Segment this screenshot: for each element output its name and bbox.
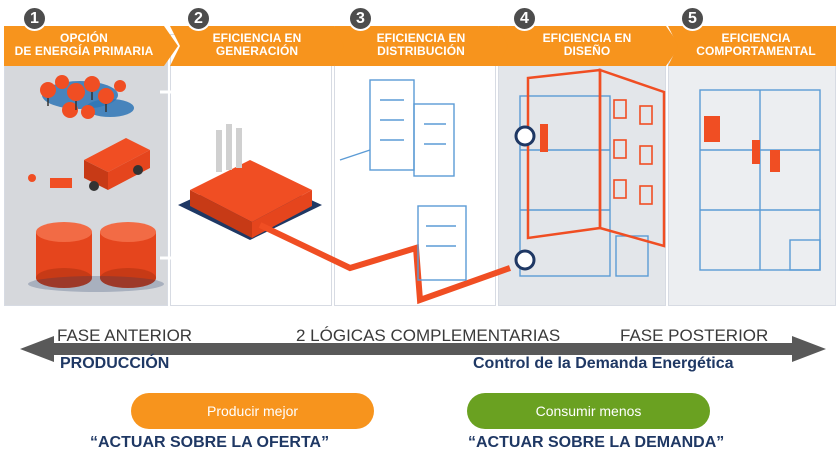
trees-illustration	[40, 75, 134, 119]
production-title: PRODUCCIÓN	[60, 355, 170, 372]
step-3-label-line1: EFICIENCIA EN	[376, 31, 466, 45]
produce-better-pill: Producir mejor	[131, 393, 374, 429]
step-5-banner: EFICIENCIA COMPORTAMENTAL	[668, 26, 836, 66]
step-3-badge: 3	[348, 6, 373, 31]
step-1-label-line1: OPCIÓN	[60, 31, 108, 45]
behavior-building-illustration	[699, 89, 821, 271]
distribution-buildings-illustration	[339, 79, 467, 281]
step-2-badge: 2	[186, 6, 211, 31]
step-2-label-line1: EFICIENCIA EN	[212, 31, 302, 45]
right-phase-label: FASE POSTERIOR	[620, 326, 769, 345]
step-3-label-line2: DISTRIBUCIÓN	[377, 44, 465, 58]
power-plant-illustration	[178, 124, 322, 240]
design-building-illustration	[514, 68, 666, 277]
double-arrow	[20, 336, 826, 362]
step-1-banner: OPCIÓN DE ENERGÍA PRIMARIA	[0, 26, 178, 66]
left-phase-label: FASE ANTERIOR	[57, 326, 193, 345]
step-5-badge: 5	[680, 6, 705, 31]
step-4-banner: EFICIENCIA EN DISEÑO	[498, 26, 680, 66]
step-4-label-line1: EFICIENCIA EN	[542, 31, 632, 45]
machinery-illustration	[28, 138, 150, 191]
step-3-banner: EFICIENCIA EN DISTRIBUCIÓN	[334, 26, 512, 66]
demand-slogan: “ACTUAR SOBRE LA DEMANDA”	[468, 434, 725, 451]
tanks-illustration	[28, 222, 164, 292]
center-label: 2 LÓGICAS COMPLEMENTARIAS	[296, 326, 561, 345]
step-1-label-line2: DE ENERGÍA PRIMARIA	[14, 44, 154, 58]
panel-distribution	[334, 34, 496, 306]
step-4-badge: 4	[512, 6, 537, 31]
offer-slogan: “ACTUAR SOBRE LA OFERTA”	[90, 434, 330, 451]
panel-behavioral	[668, 34, 836, 306]
step-2-label-line2: GENERACIÓN	[215, 44, 299, 58]
demand-control-title: Control de la Demanda Energética	[473, 355, 734, 372]
step-1-badge: 1	[22, 6, 47, 31]
step-5-label-line1: EFICIENCIA	[721, 31, 791, 45]
process-illustrations	[28, 68, 821, 305]
step-4-label-line2: DISEÑO	[563, 44, 611, 58]
step-2-banner: EFICIENCIA EN GENERACIÓN	[170, 26, 348, 66]
step-5-label-line2: COMPORTAMENTAL	[696, 44, 816, 58]
consume-less-pill: Consumir menos	[467, 393, 710, 429]
